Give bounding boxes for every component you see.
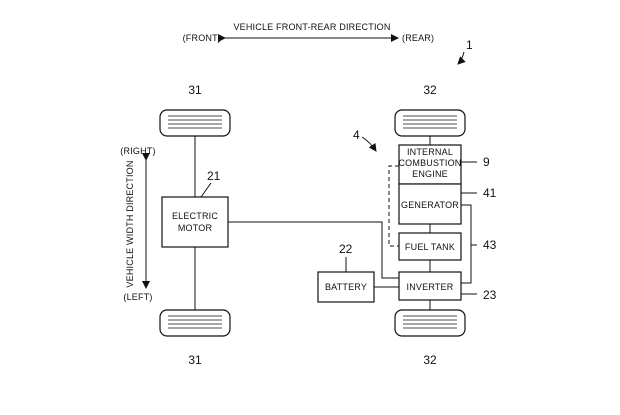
power-unit-ref: 4 — [353, 128, 360, 142]
generator-inverter-wire — [461, 204, 472, 284]
front-label: (FRONT) — [183, 33, 221, 43]
power-unit-ref-leader — [361, 136, 377, 152]
fuel-tank-ref: 43 — [483, 238, 497, 252]
battery-ref: 22 — [339, 242, 353, 256]
generator-label: GENERATOR — [401, 200, 459, 210]
rear-top-wheel-ref: 32 — [423, 83, 437, 97]
front-top-wheel-ref: 31 — [188, 83, 202, 97]
electric-motor-label-2: MOTOR — [178, 223, 213, 233]
figure-ref: 1 — [466, 38, 473, 52]
front-top-wheel — [159, 109, 231, 137]
battery-box — [317, 271, 375, 303]
electric-motor-ref-leader — [200, 182, 212, 198]
inverter-box — [398, 271, 462, 301]
rear-top-wheel — [394, 109, 466, 137]
engine-ref: 9 — [483, 155, 490, 169]
engine-label-2: COMBUSTION — [398, 158, 461, 168]
electric-motor-label-1: ELECTRIC — [172, 211, 218, 221]
rear-label: (REAR) — [402, 33, 434, 43]
front-bottom-wheel — [159, 309, 231, 337]
battery-label: BATTERY — [325, 282, 367, 292]
inverter-label: INVERTER — [407, 282, 454, 292]
rear-bottom-wheel — [394, 309, 466, 337]
figure-ref-leader — [457, 51, 466, 65]
rear-bottom-wheel-ref: 32 — [423, 353, 437, 367]
motor-inverter-wire — [228, 221, 399, 279]
left-label: (LEFT) — [123, 292, 152, 302]
right-label: (RIGHT) — [120, 146, 155, 156]
electric-motor-box — [161, 196, 229, 248]
inverter-ref: 23 — [483, 288, 497, 302]
fuel-tank-box — [398, 232, 462, 261]
engine-label-3: ENGINE — [412, 169, 448, 179]
engine-label-1: INTERNAL — [407, 147, 453, 157]
direction-title: VEHICLE FRONT-REAR DIRECTION — [233, 22, 390, 32]
fuel-tank-label: FUEL TANK — [405, 242, 455, 252]
width-direction-label: VEHICLE WIDTH DIRECTION — [125, 160, 135, 287]
front-bottom-wheel-ref: 31 — [188, 353, 202, 367]
generator-ref: 41 — [483, 186, 497, 200]
fuel-supply-dashed-line — [388, 165, 399, 247]
generator-box — [398, 183, 462, 225]
electric-motor-ref: 21 — [207, 169, 221, 183]
